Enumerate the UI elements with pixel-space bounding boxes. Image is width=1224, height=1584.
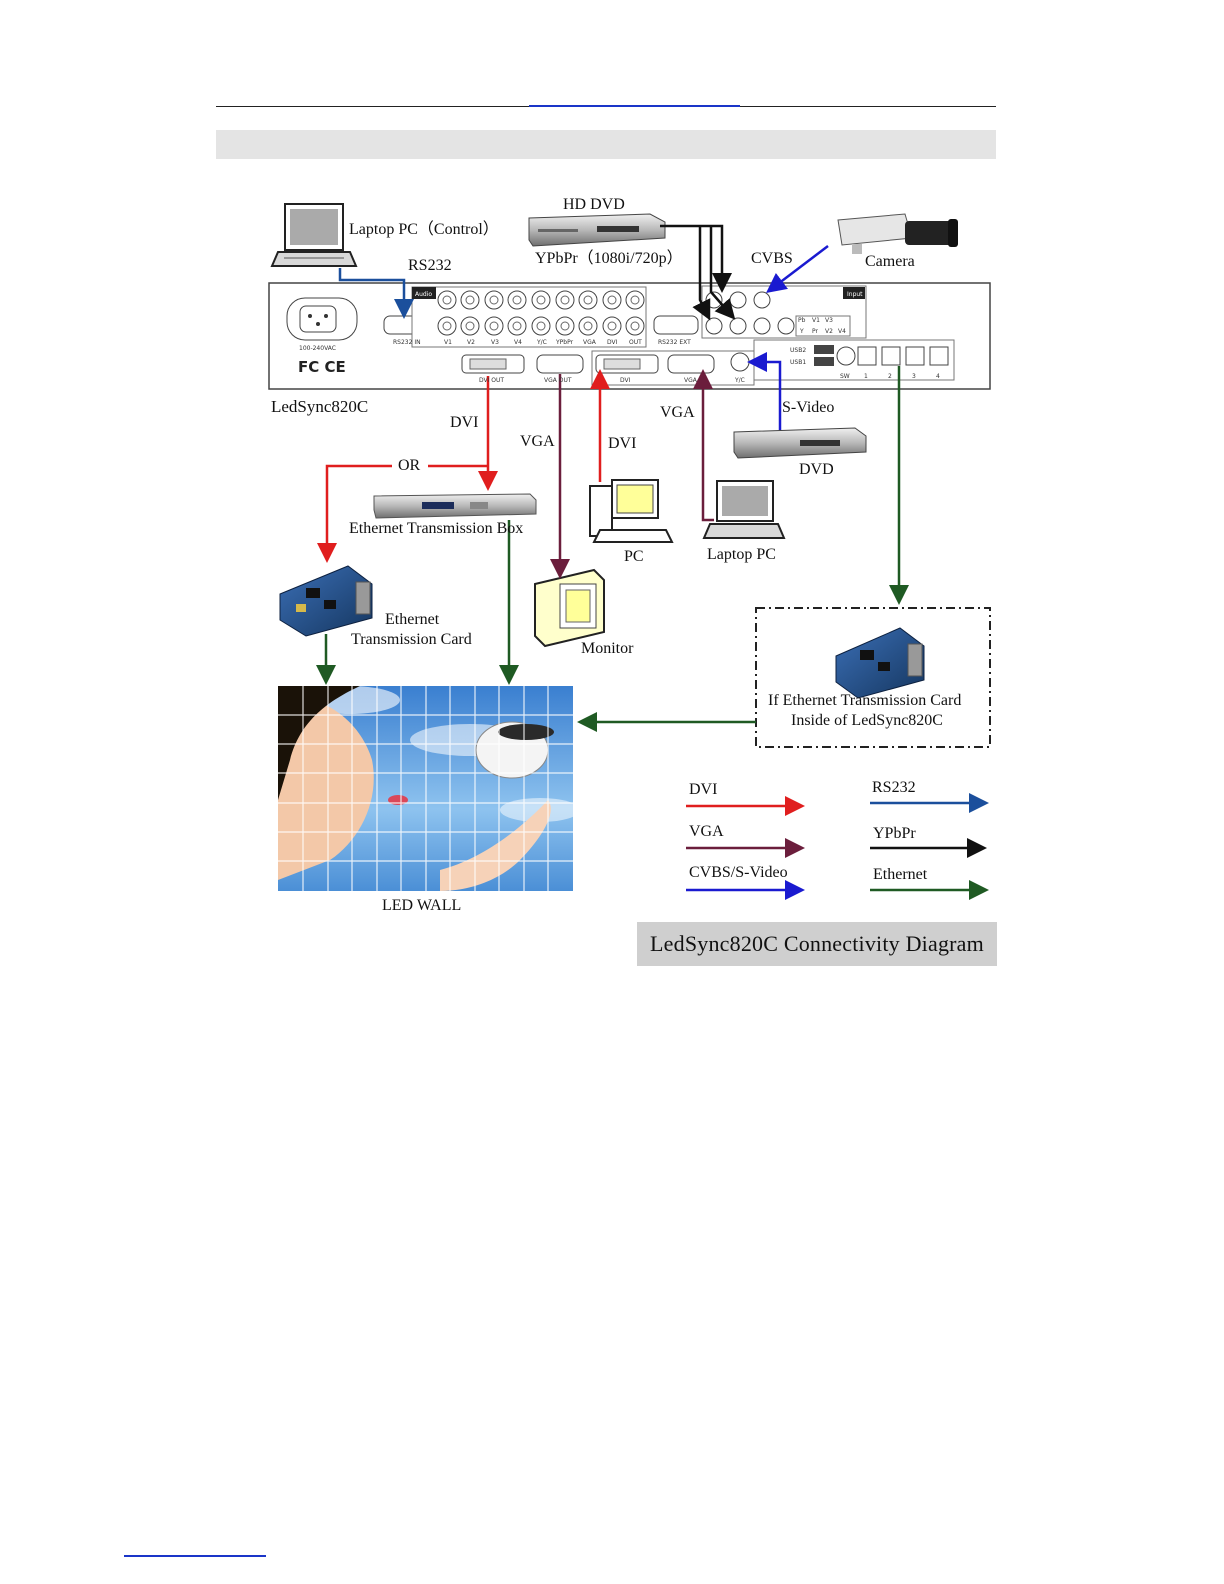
audio-port-label: OUT	[629, 339, 642, 346]
ledsync820c-device: FC CE	[268, 282, 991, 390]
audio-tag: Audio	[415, 291, 432, 298]
connectivity-diagram: FC CE	[268, 203, 991, 900]
ypbpr-line-3	[709, 226, 736, 320]
laptop-pc-icon	[702, 480, 786, 539]
cvbs-connection-label: CVBS	[751, 250, 793, 267]
laptop-control-icon	[270, 203, 358, 267]
vga-out-label: VGA OUT	[544, 377, 572, 384]
pc-label: PC	[624, 548, 644, 565]
laptop-pc-label: Laptop PC	[707, 546, 776, 563]
audio-port-label: YPbPr	[555, 339, 574, 346]
hd-dvd-player-icon	[528, 213, 666, 247]
dvd-label: DVD	[799, 461, 834, 478]
dvi-out-label: DVI OUT	[479, 377, 504, 384]
ypbpr-port-label: V4	[838, 328, 846, 335]
rs232-ext-label: RS232 EXT	[658, 339, 691, 346]
rs232-in-label: RS232 IN	[393, 339, 421, 346]
sw-label: SW	[840, 373, 850, 380]
rs232-connection-label: RS232	[408, 257, 452, 274]
s-video-line	[747, 352, 782, 430]
pc-icon	[589, 479, 674, 543]
internal-card-label-1: If Ethernet Transmission Card	[768, 692, 962, 709]
legend-label-vga: VGA	[689, 823, 724, 840]
monitor-label: Monitor	[581, 640, 634, 657]
ethernet-box-icon	[373, 493, 537, 519]
legend-label-ypbpr: YPbPr	[873, 825, 916, 842]
internal-ethernet-card-icon	[835, 627, 925, 699]
diagram-title: LedSync820C Connectivity Diagram	[650, 931, 984, 956]
ethernet-card-label-2: Transmission Card	[351, 631, 472, 648]
legend-label-cvbs: CVBS/S-Video	[689, 864, 788, 881]
usb2-label: USB2	[790, 347, 806, 354]
ypbpr-port-label: Y	[799, 328, 804, 335]
diagram-caption: LedSync820C Connectivity Diagram	[637, 922, 997, 966]
ypbpr-port-label: V2	[825, 328, 833, 335]
internal-card-label-2: Inside of LedSync820C	[791, 712, 943, 729]
dvi-in-label: DVI	[620, 377, 631, 384]
led-wall-image	[278, 686, 580, 891]
dvd-player-icon	[733, 427, 867, 459]
dvi-out-connection-label: DVI	[450, 414, 479, 431]
cvbs-line	[766, 245, 829, 294]
power-label: 100-240VAC	[299, 345, 336, 352]
audio-port-label: V4	[514, 339, 522, 346]
yc-label: Y/C	[734, 377, 745, 384]
vga-in-line	[693, 369, 714, 522]
vga-in-label: VGA	[684, 377, 698, 384]
device-name-label: LedSync820C	[271, 397, 369, 416]
vga-in-connection-label: VGA	[660, 404, 695, 421]
legend-label-dvi: DVI	[689, 781, 718, 798]
audio-port-label: V3	[491, 339, 499, 346]
usb1-label: USB1	[790, 359, 806, 366]
vga-out-connection-label: VGA	[520, 433, 555, 450]
sw-port-label: 4	[936, 373, 940, 380]
input-tag: Input	[847, 291, 863, 298]
section-band	[216, 130, 996, 159]
monitor-icon	[534, 568, 605, 648]
audio-port-label: V2	[467, 339, 475, 346]
ypbpr-port-label: Pr	[812, 328, 819, 335]
dvi-in-connection-label: DVI	[608, 435, 637, 452]
legend-label-ethernet: Ethernet	[873, 866, 928, 883]
footer-link-underline[interactable]	[124, 1555, 266, 1557]
ethernet-card-icon	[279, 565, 373, 637]
legend-label-rs232: RS232	[872, 779, 916, 796]
audio-port-label: DVI	[607, 339, 618, 346]
camera-label: Camera	[865, 253, 915, 270]
header-link-underline[interactable]	[529, 100, 740, 107]
audio-port-label: V1	[444, 339, 452, 346]
ypbpr-note-label: YPbPr（1080i/720p）	[535, 250, 683, 267]
camera-icon	[837, 213, 958, 254]
ethernet-box-label: Ethernet Transmission Box	[349, 520, 524, 537]
ypbpr-line-1	[660, 224, 732, 293]
sw-port-label: 2	[888, 373, 892, 380]
audio-port-label: VGA	[583, 339, 597, 346]
laptop-control-label: Laptop PC（Control）	[349, 221, 499, 238]
or-label: OR	[398, 457, 421, 474]
s-video-connection-label: S-Video	[782, 399, 835, 416]
audio-port-label: Y/C	[536, 339, 547, 346]
ethernet-card-label-1: Ethernet	[385, 611, 440, 628]
ypbpr-line-2	[692, 226, 711, 321]
ypbpr-port-label: Pb	[798, 317, 806, 324]
svg-text:FC CE: FC CE	[298, 358, 346, 376]
led-wall-label: LED WALL	[382, 897, 462, 914]
dvi-or-line-left	[317, 464, 392, 563]
rs232-line	[338, 268, 414, 319]
ypbpr-port-label: V3	[825, 317, 833, 324]
internal-card-box	[755, 607, 991, 748]
ypbpr-port-label: V1	[812, 317, 820, 324]
hd-dvd-label: HD DVD	[563, 196, 625, 213]
sw-port-label: 1	[864, 373, 868, 380]
sw-port-label: 3	[912, 373, 916, 380]
